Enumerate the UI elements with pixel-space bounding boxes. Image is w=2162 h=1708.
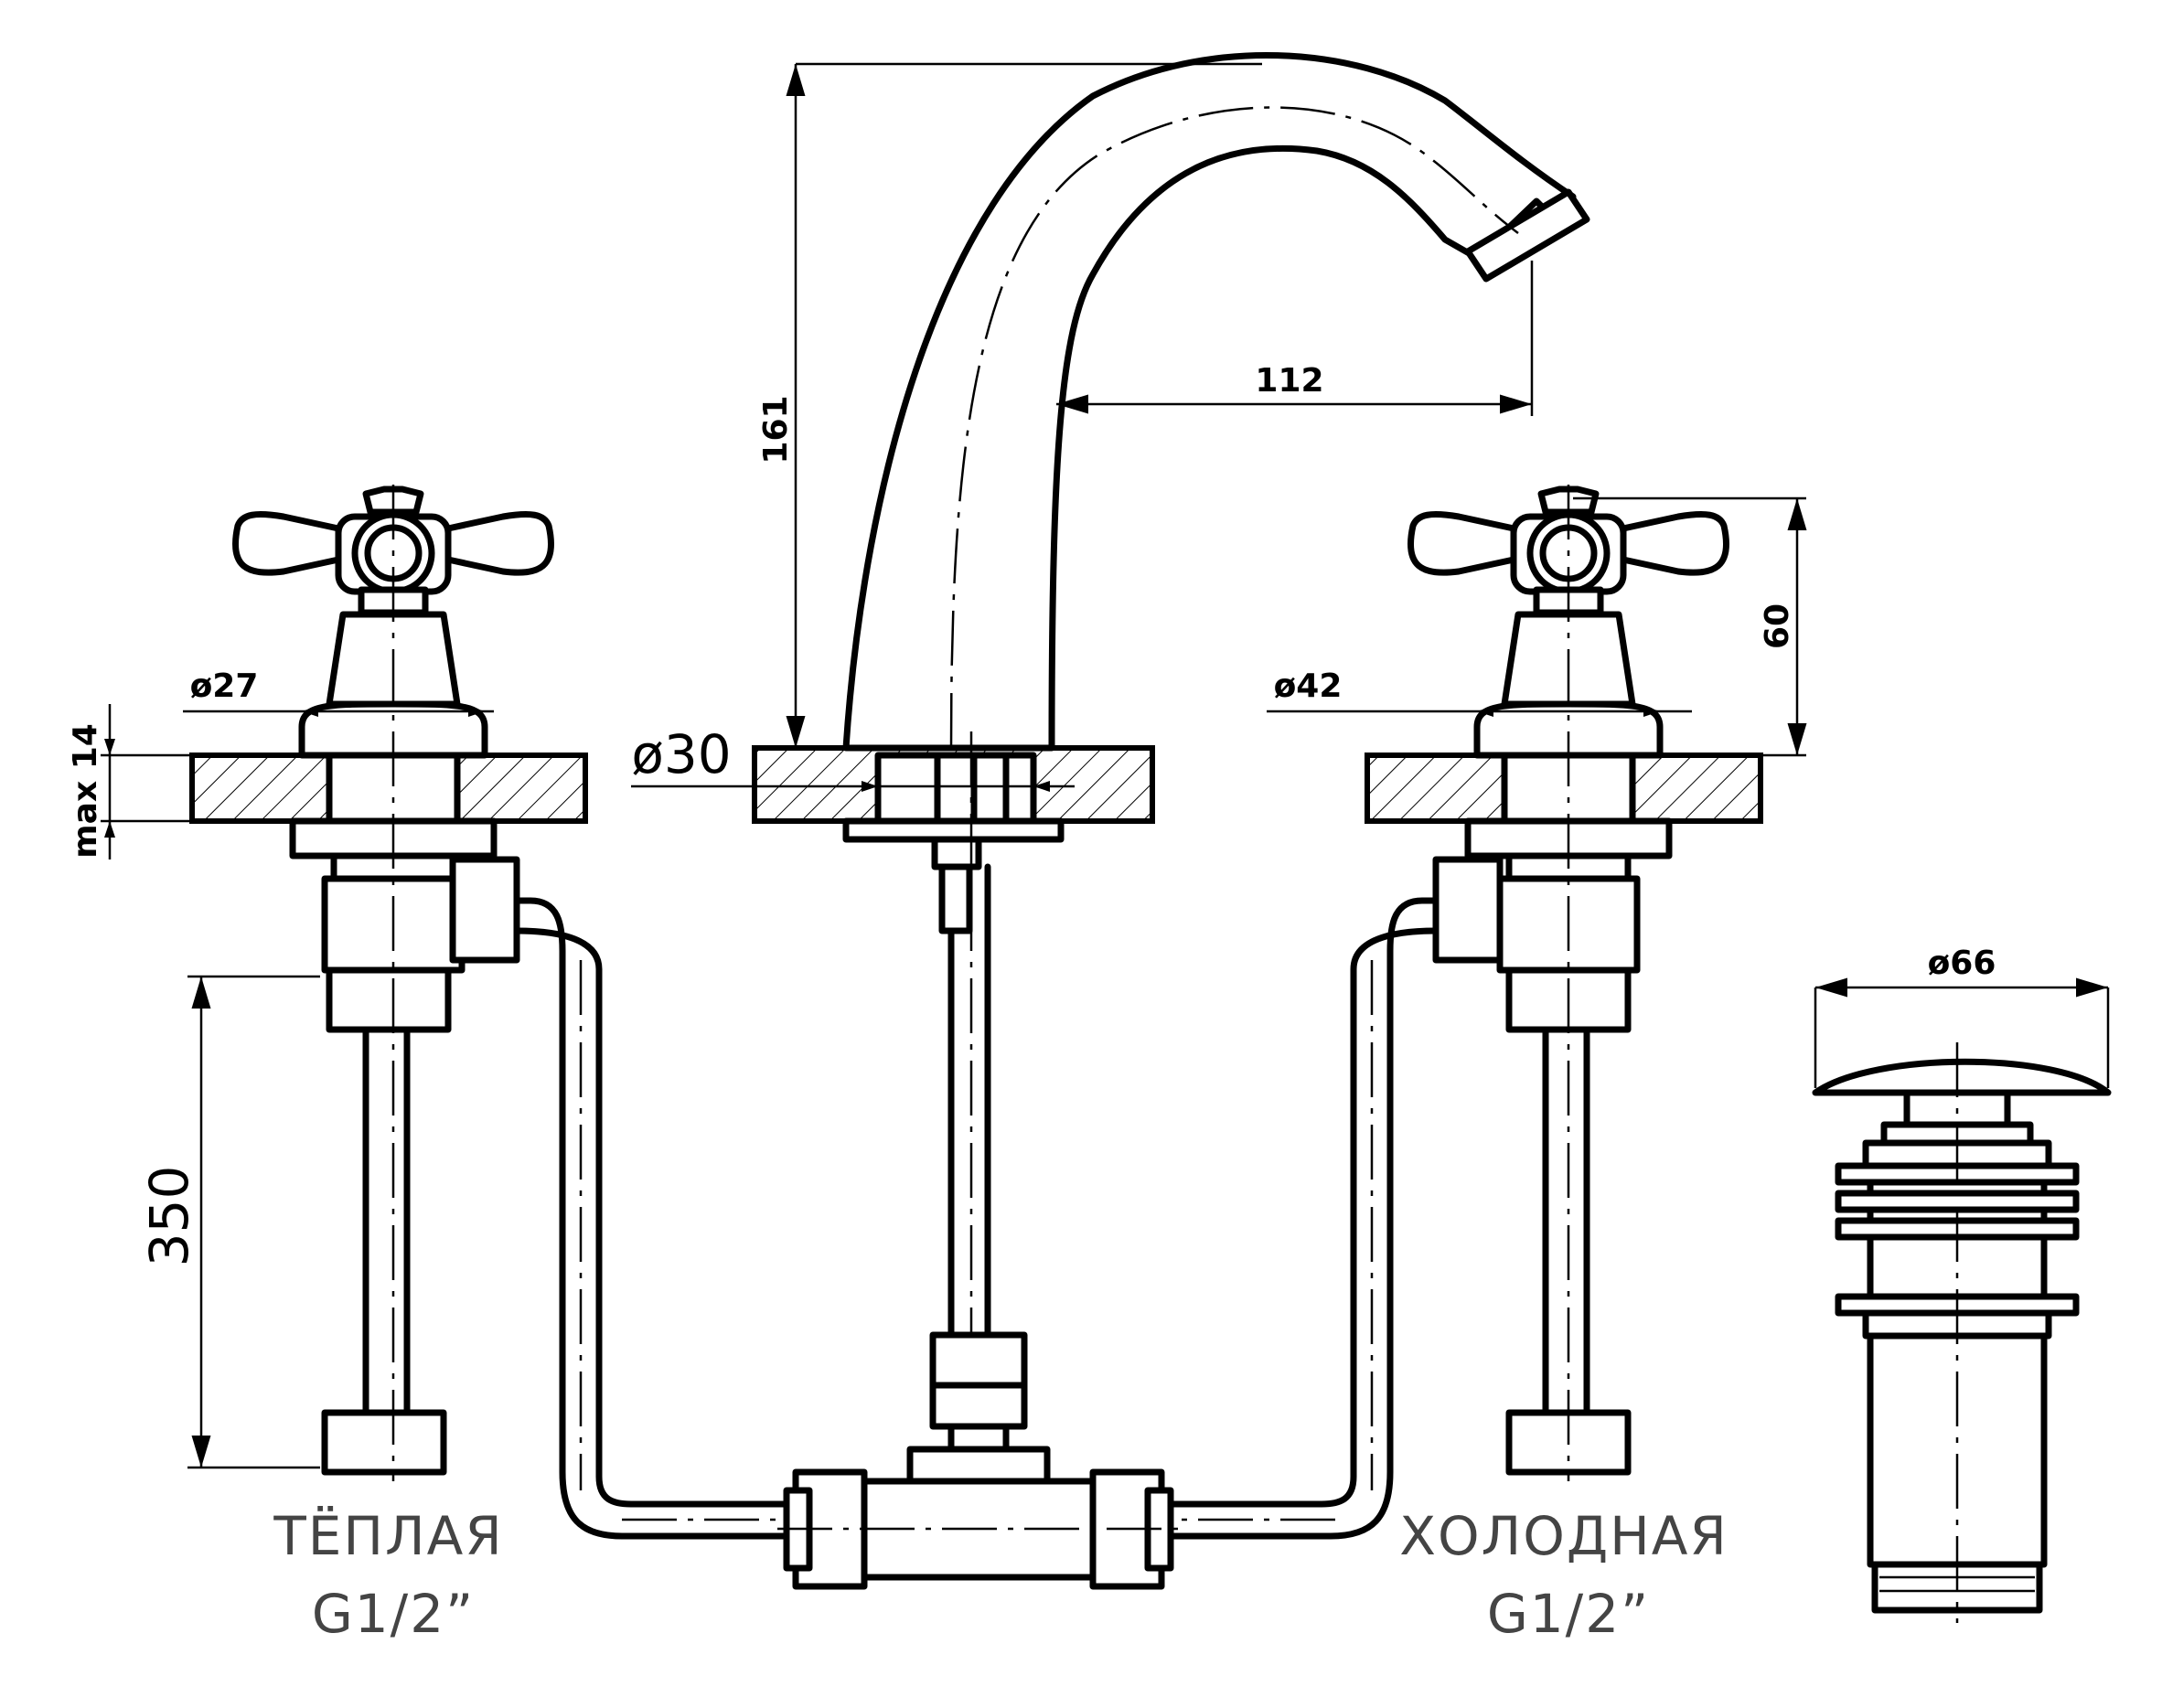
- dim-handle-height: 60: [1759, 603, 1796, 649]
- dim-spout-height: 161: [757, 395, 795, 464]
- dim-cold-flange: ø42: [1274, 667, 1343, 705]
- dim-hose-length: 350: [138, 1166, 200, 1267]
- dimension-161: 161: [757, 62, 1262, 748]
- cold-valve: [1407, 485, 1730, 1481]
- hot-label: ТЁПЛАЯ: [273, 1505, 503, 1567]
- dimension-d30: ø30: [631, 723, 1075, 792]
- dim-countertop: max 14: [67, 723, 104, 859]
- dim-hot-flange: ø27: [190, 667, 259, 705]
- dimension-d42: ø42: [1267, 667, 1692, 717]
- hot-thread-label: G1/2”: [312, 1583, 475, 1645]
- dim-drain: ø66: [1928, 945, 1996, 982]
- dimension-350: 350: [138, 975, 320, 1469]
- hot-valve: [231, 485, 555, 1481]
- cold-label: ХОЛОДНАЯ: [1399, 1505, 1729, 1567]
- spout: [842, 51, 1590, 1348]
- cold-thread-label: G1/2”: [1487, 1583, 1650, 1645]
- dimension-max14: max 14: [67, 704, 192, 859]
- tee-fitting: [777, 1331, 1180, 1590]
- dimension-112: 112: [1056, 261, 1534, 416]
- dimension-d27: ø27: [183, 667, 494, 717]
- drain-plug: [1812, 1042, 2112, 1623]
- dimension-d66: ø66: [1814, 945, 2110, 1088]
- dim-spout-base: ø30: [631, 723, 731, 785]
- dim-spout-reach: 112: [1255, 362, 1323, 400]
- dimension-60: 60: [1573, 496, 1807, 757]
